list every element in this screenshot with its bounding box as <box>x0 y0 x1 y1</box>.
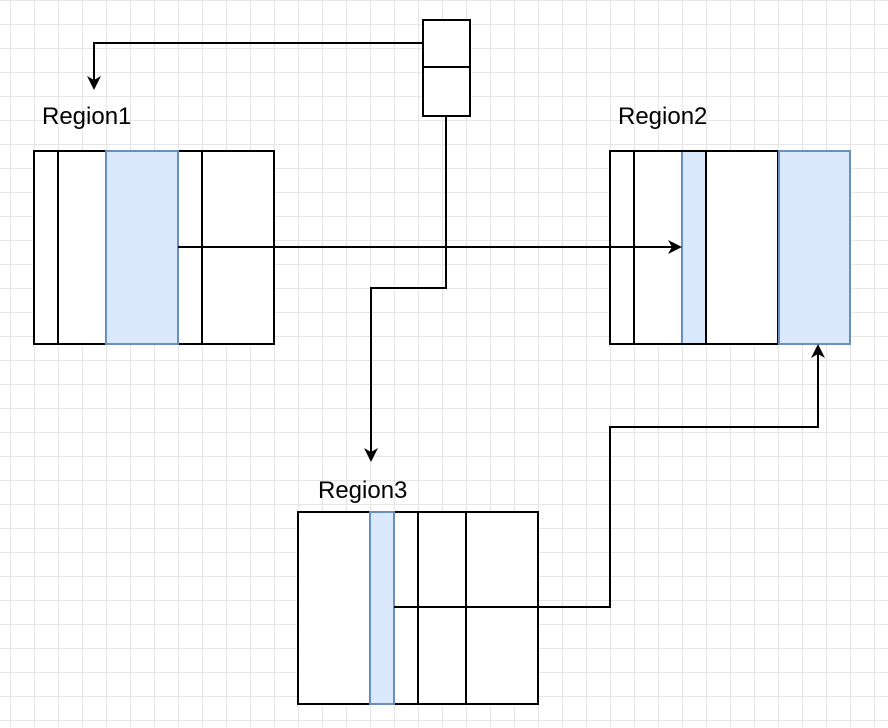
region2-label: Region2 <box>618 103 708 130</box>
arrow-pointer-to-region3 <box>364 116 447 462</box>
arrow-region3-to-region2 <box>538 344 825 608</box>
pointer-block <box>422 19 471 117</box>
region1-block <box>33 150 275 345</box>
arrow-pointer-to-region1 <box>87 42 423 90</box>
region3-highlight-cell <box>369 511 395 705</box>
region1-label: Region1 <box>42 103 132 130</box>
region2-highlight-narrow <box>681 150 707 345</box>
region3-block <box>297 511 539 705</box>
region1-highlight-cell <box>105 150 179 345</box>
region2-highlight-wide <box>778 150 851 345</box>
region3-label: Region3 <box>318 477 408 504</box>
